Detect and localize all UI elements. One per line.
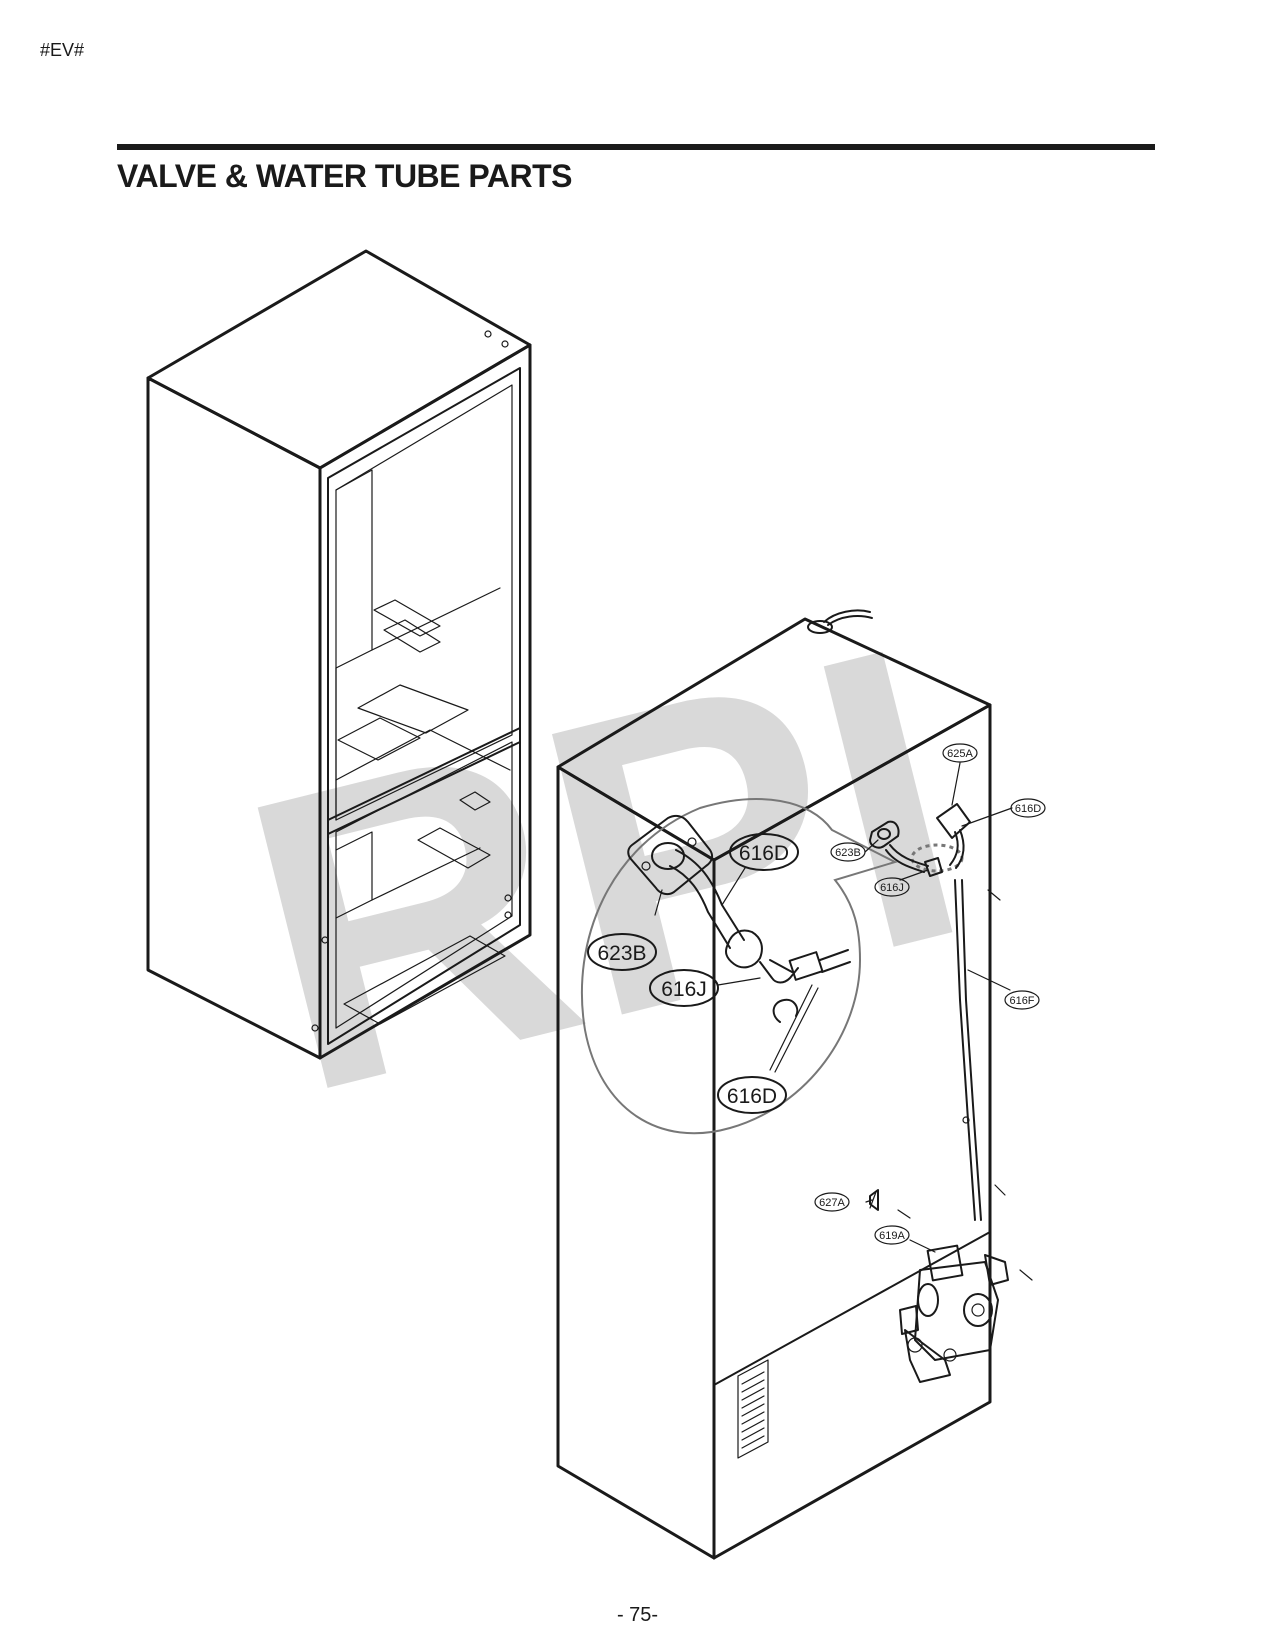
svg-text:627A: 627A (819, 1197, 845, 1209)
svg-text:616D: 616D (727, 1085, 777, 1108)
svg-text:625A: 625A (947, 748, 973, 760)
detail-magnifier (581, 798, 964, 1135)
callout-detail-616D-bottom: 616D (717, 1076, 787, 1114)
header-code: #EV# (40, 40, 85, 60)
title-rule (117, 144, 1155, 150)
callout-623B: 623B (830, 842, 866, 862)
water-valve (899, 1244, 1033, 1383)
page-number: - 75- (616, 1604, 659, 1626)
callout-detail-616J: 616J (649, 969, 719, 1007)
callout-616J: 616J (874, 877, 910, 897)
callout-detail-623B: 623B (587, 933, 657, 971)
svg-text:616D: 616D (1015, 803, 1041, 815)
water-tube-assembly (864, 762, 1033, 1383)
cabinet-front-view (146, 249, 532, 1060)
svg-text:616J: 616J (661, 978, 707, 1001)
callout-616D: 616D (1010, 798, 1046, 818)
callout-625A: 625A (942, 743, 978, 763)
svg-text:619A: 619A (879, 1230, 905, 1242)
page-title: VALVE & WATER TUBE PARTS (117, 158, 572, 194)
svg-text:616D: 616D (739, 842, 789, 865)
svg-text:623B: 623B (835, 847, 861, 859)
svg-text:616F: 616F (1009, 995, 1034, 1007)
callout-616F: 616F (1004, 990, 1040, 1010)
vent-grille (737, 1359, 769, 1459)
svg-text:623B: 623B (597, 942, 646, 965)
callout-619A: 619A (874, 1225, 910, 1245)
callout-detail-616D-top: 616D (729, 833, 799, 871)
svg-text:616J: 616J (880, 882, 904, 894)
callout-627A: 627A (814, 1192, 850, 1212)
